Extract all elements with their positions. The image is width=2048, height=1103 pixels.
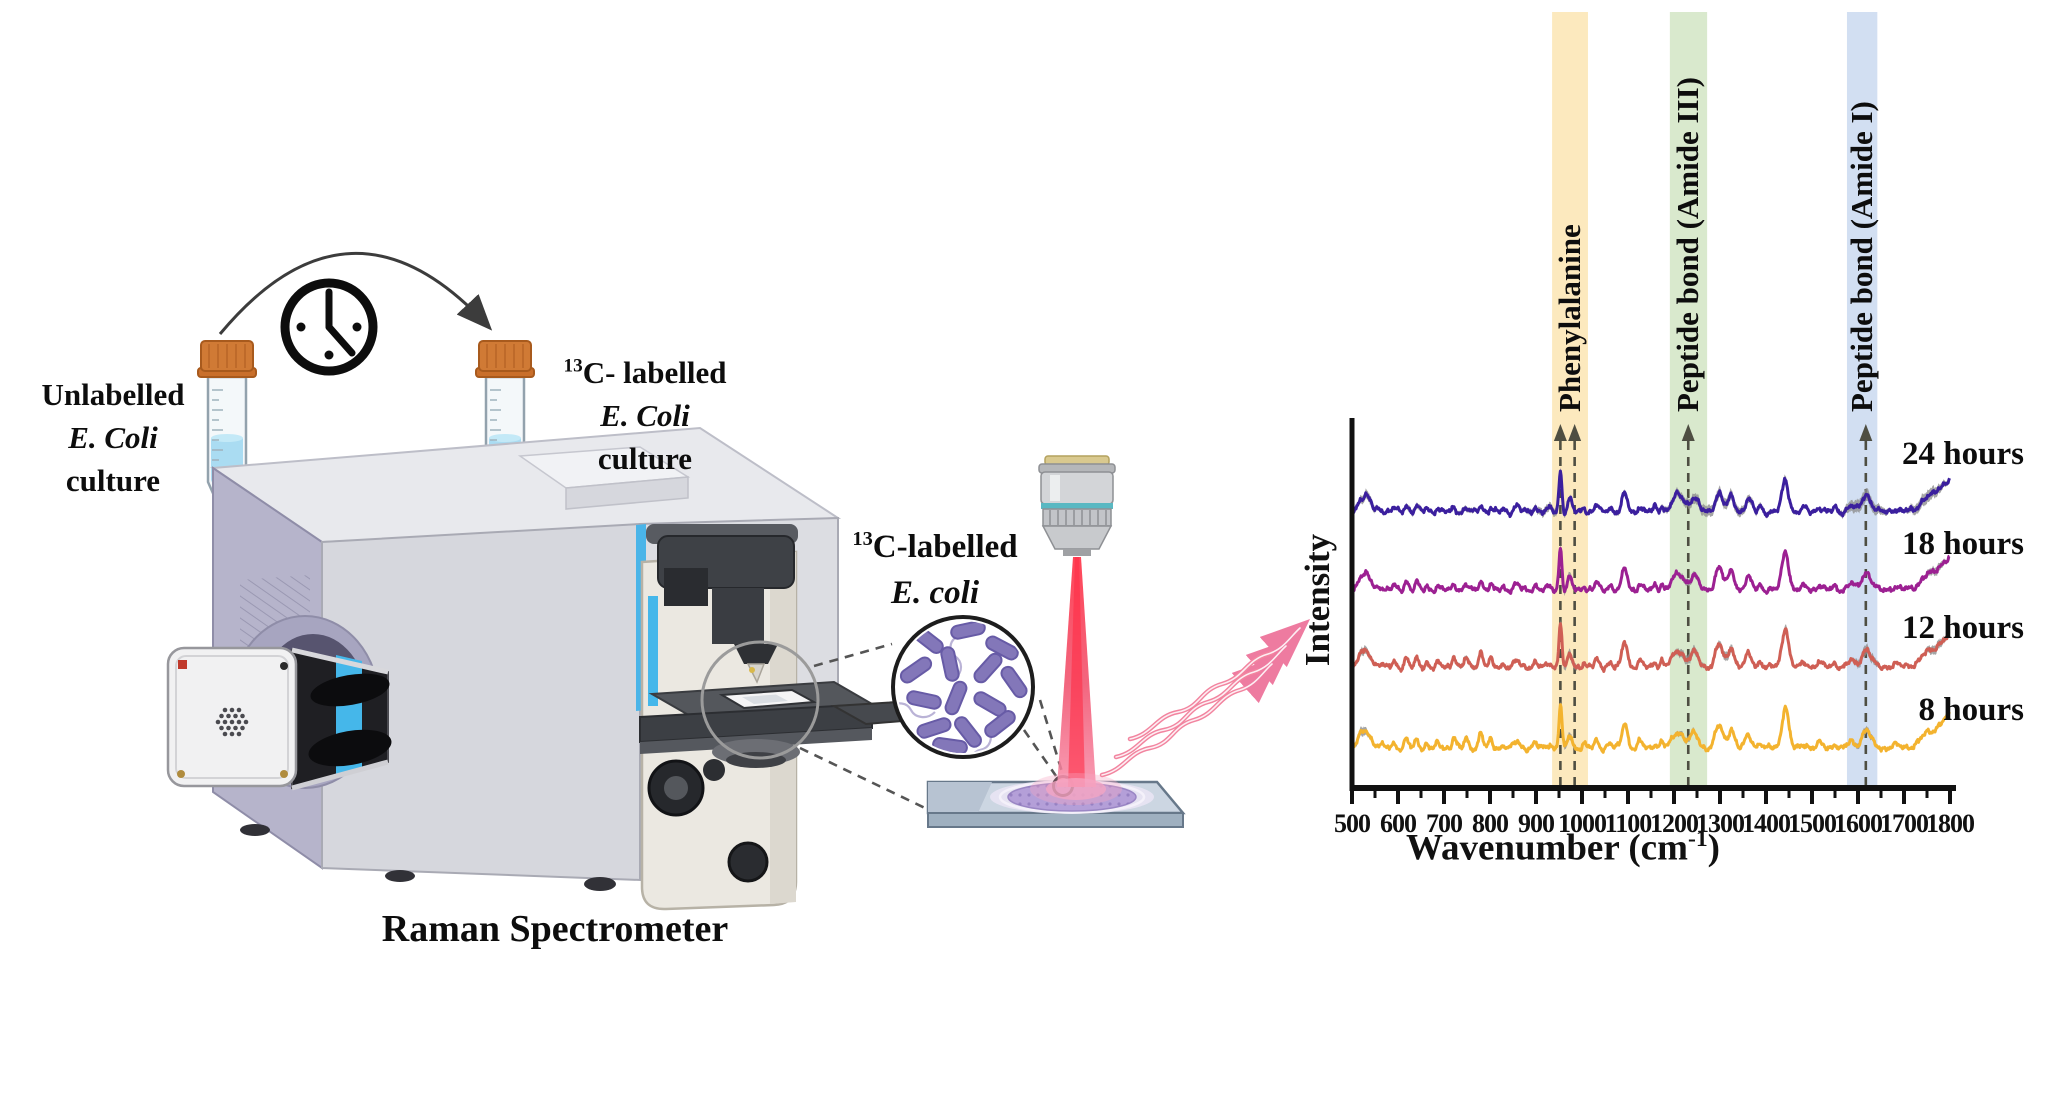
x-tick-1400: 1400 (1742, 809, 1791, 838)
tube2-line1: C- labelled (582, 355, 727, 390)
spectrum-trace-12-hours (1350, 622, 1951, 673)
y-axis-label: Intensity (1298, 533, 1337, 667)
magnified-region-ring (700, 640, 820, 760)
x-axis-label: Wavenumber (cm-1) (1406, 826, 1720, 869)
band-label-amide1: Peptide bond (Amide I) (1844, 101, 1880, 412)
bacteria-rods-icon (899, 621, 1028, 753)
objective-lens-icon (1038, 455, 1116, 556)
tube1-label: Unlabelled E. Coli culture (8, 374, 218, 502)
x-tick-1500: 1500 (1788, 809, 1837, 838)
x-tick-1100: 1100 (1605, 809, 1653, 838)
tube2-label: 13C- labelled E. Coli culture (540, 352, 750, 480)
instrument-title: Raman Spectrometer (381, 908, 729, 950)
x-tick-700: 700 (1426, 809, 1463, 838)
zoom-connector-lines (799, 642, 1064, 810)
x-axis-label-sup: -1 (1687, 826, 1708, 852)
tube2-isotope-sup: 13 (563, 355, 583, 377)
x-tick-800: 800 (1472, 809, 1509, 838)
inset-isotope-sup: 13 (852, 528, 873, 550)
x-tick-1800: 1800 (1926, 809, 1975, 838)
detector-camera-icon (166, 646, 392, 791)
tube1-line1: Unlabelled (41, 377, 185, 412)
inset-line2: E. coli (891, 574, 979, 611)
spectrum-trace-8-hours (1350, 703, 1951, 754)
incubation-arrow (218, 251, 493, 335)
x-tick-1000: 1000 (1558, 809, 1607, 838)
laser-beam-icon (1030, 557, 1122, 805)
band-label-phenylalanine: Phenylalanine (1552, 224, 1588, 412)
trace-label-24h: 24 hours (1902, 436, 2024, 472)
trace-label-18h: 18 hours (1902, 526, 2024, 562)
tube2-line3: culture (597, 440, 693, 476)
spectrum-trace-18-hours (1351, 546, 1951, 595)
scattered-light-arrows (1099, 618, 1311, 778)
x-tick-1700: 1700 (1880, 809, 1929, 838)
inset-label: 13C-labelled E. coli (800, 525, 1070, 616)
clock-icon (280, 278, 378, 376)
trace-label-12h: 12 hours (1902, 610, 2024, 646)
tube2-line2: E. Coli (600, 397, 690, 433)
trace-label-8h: 8 hours (1918, 692, 2024, 728)
x-tick-900: 900 (1518, 809, 1555, 838)
spectrum-trace-24-hours (1350, 469, 1951, 519)
speaker-dots-icon (215, 707, 249, 737)
workflow-illustration (166, 251, 1311, 911)
band-label-amide3: Peptide bond (Amide III) (1670, 76, 1706, 412)
x-tick-600: 600 (1380, 809, 1417, 838)
inset-line1: C-labelled (872, 529, 1018, 565)
tube1-line3: culture (65, 462, 161, 498)
tube1-line2: E. Coli (68, 419, 158, 455)
x-tick-1300: 1300 (1696, 809, 1745, 838)
x-tick-1600: 1600 (1834, 809, 1883, 838)
ecoli-inset-circle (891, 615, 1035, 759)
x-tick-500: 500 (1334, 809, 1371, 838)
x-tick-1200: 1200 (1650, 809, 1699, 838)
